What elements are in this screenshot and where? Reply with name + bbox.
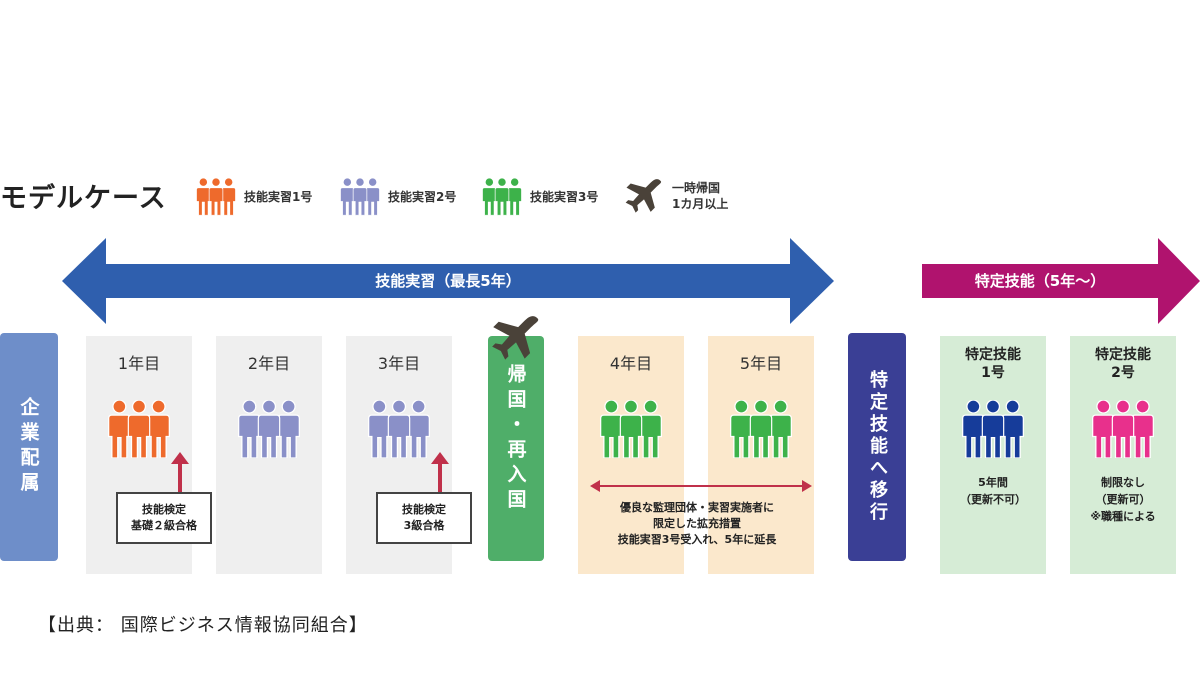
exam-2-arrow: [431, 452, 449, 494]
legend-tit3: 技能実習3号: [482, 176, 598, 216]
year-2-column: 2年目: [216, 336, 322, 574]
orange-people-icon: [108, 392, 170, 464]
legend-tit2-label: 技能実習2号: [388, 189, 457, 204]
ssw1-note-line2: （更新不可）: [960, 493, 1026, 506]
ssw2-note-line3: ※職種による: [1090, 510, 1156, 523]
exam-1-arrow: [171, 452, 189, 494]
exam-2-line2: 3級合格: [403, 519, 445, 532]
exam-1-line1: 技能検定: [142, 503, 186, 516]
ssw2-title-line2: 2号: [1111, 365, 1135, 381]
page-title: モデルケース: [0, 183, 167, 214]
return-reentry-label: 帰国・再入国: [504, 364, 527, 514]
airplane-icon: [624, 176, 664, 216]
extension-line1: 優良な監理団体・実習実施者に: [620, 501, 774, 514]
lavender-people-icon: [368, 392, 430, 464]
ssw-arrow: [922, 238, 1200, 324]
technical-intern-arrow-label: 技能実習（最長5年）: [375, 272, 521, 290]
lavender-people-icon: [340, 176, 380, 216]
airplane-icon: [490, 312, 542, 364]
exam-2-line1: 技能検定: [402, 503, 446, 516]
year-2-label: 2年目: [247, 354, 291, 373]
year-5-column: 5年目: [708, 336, 814, 574]
legend-tit1-label: 技能実習1号: [244, 189, 313, 204]
extension-note: 優良な監理団体・実習実施者に 限定した拡充措置 技能実習3号受入れ、5年に延長: [582, 500, 812, 548]
company-placement-bar: 企業配属: [0, 333, 58, 561]
exam-1-line2: 基礎２級合格: [131, 519, 197, 532]
technical-intern-arrow: [62, 238, 834, 324]
year-4-label: 4年目: [609, 354, 653, 373]
ssw1-title-line2: 1号: [981, 365, 1005, 381]
orange-people-icon: [196, 176, 236, 216]
ssw2-title-line1: 特定技能: [1095, 347, 1151, 363]
return-reentry-bar: 帰国・再入国: [488, 336, 544, 561]
legend-temp-return-line2: 1カ月以上: [672, 197, 729, 211]
company-placement-label: 企業配属: [17, 397, 40, 497]
exam-2-box: 技能検定 3級合格: [376, 492, 472, 544]
ssw2-title: 特定技能 2号: [1070, 346, 1176, 382]
year-3-label: 3年目: [377, 354, 421, 373]
pink-people-icon: [1092, 392, 1154, 464]
ssw2-note: 制限なし （更新可） ※職種による: [1070, 474, 1176, 525]
exam-1-box: 技能検定 基礎２級合格: [116, 492, 212, 544]
extension-arrow: [590, 480, 812, 492]
ssw1-column: 特定技能 1号 5年間 （更新不可）: [940, 336, 1046, 574]
ssw2-note-line1: 制限なし: [1101, 476, 1145, 489]
legend-tit2: 技能実習2号: [340, 176, 456, 216]
ssw1-title: 特定技能 1号: [940, 346, 1046, 382]
ssw1-title-line1: 特定技能: [965, 347, 1021, 363]
transition-label: 特定技能へ移行: [867, 370, 888, 524]
ssw1-note-line1: 5年間: [978, 476, 1008, 489]
legend-tit3-label: 技能実習3号: [530, 189, 599, 204]
navy-people-icon: [962, 392, 1024, 464]
extension-line2: 限定した拡充措置: [653, 517, 741, 530]
year-4-column: 4年目: [578, 336, 684, 574]
source-citation: 【出典： 国際ビジネス情報協同組合】: [38, 615, 368, 636]
transition-bar: 特定技能へ移行: [848, 333, 906, 561]
year-1-label: 1年目: [117, 354, 161, 373]
ssw2-column: 特定技能 2号 制限なし （更新可） ※職種による: [1070, 336, 1176, 574]
ssw-arrow-label: 特定技能（5年〜）: [974, 272, 1106, 290]
extension-line3: 技能実習3号受入れ、5年に延長: [617, 533, 777, 546]
green-people-icon: [600, 392, 662, 464]
ssw2-note-line2: （更新可）: [1095, 493, 1151, 506]
legend-tit1: 技能実習1号: [196, 176, 312, 216]
legend-temp-return: 一時帰国 1カ月以上: [624, 176, 728, 216]
year-5-label: 5年目: [739, 354, 783, 373]
ssw1-note: 5年間 （更新不可）: [940, 474, 1046, 508]
legend-temp-return-line1: 一時帰国: [672, 181, 721, 195]
green-people-icon: [482, 176, 522, 216]
lavender-people-icon: [238, 392, 300, 464]
green-people-icon: [730, 392, 792, 464]
